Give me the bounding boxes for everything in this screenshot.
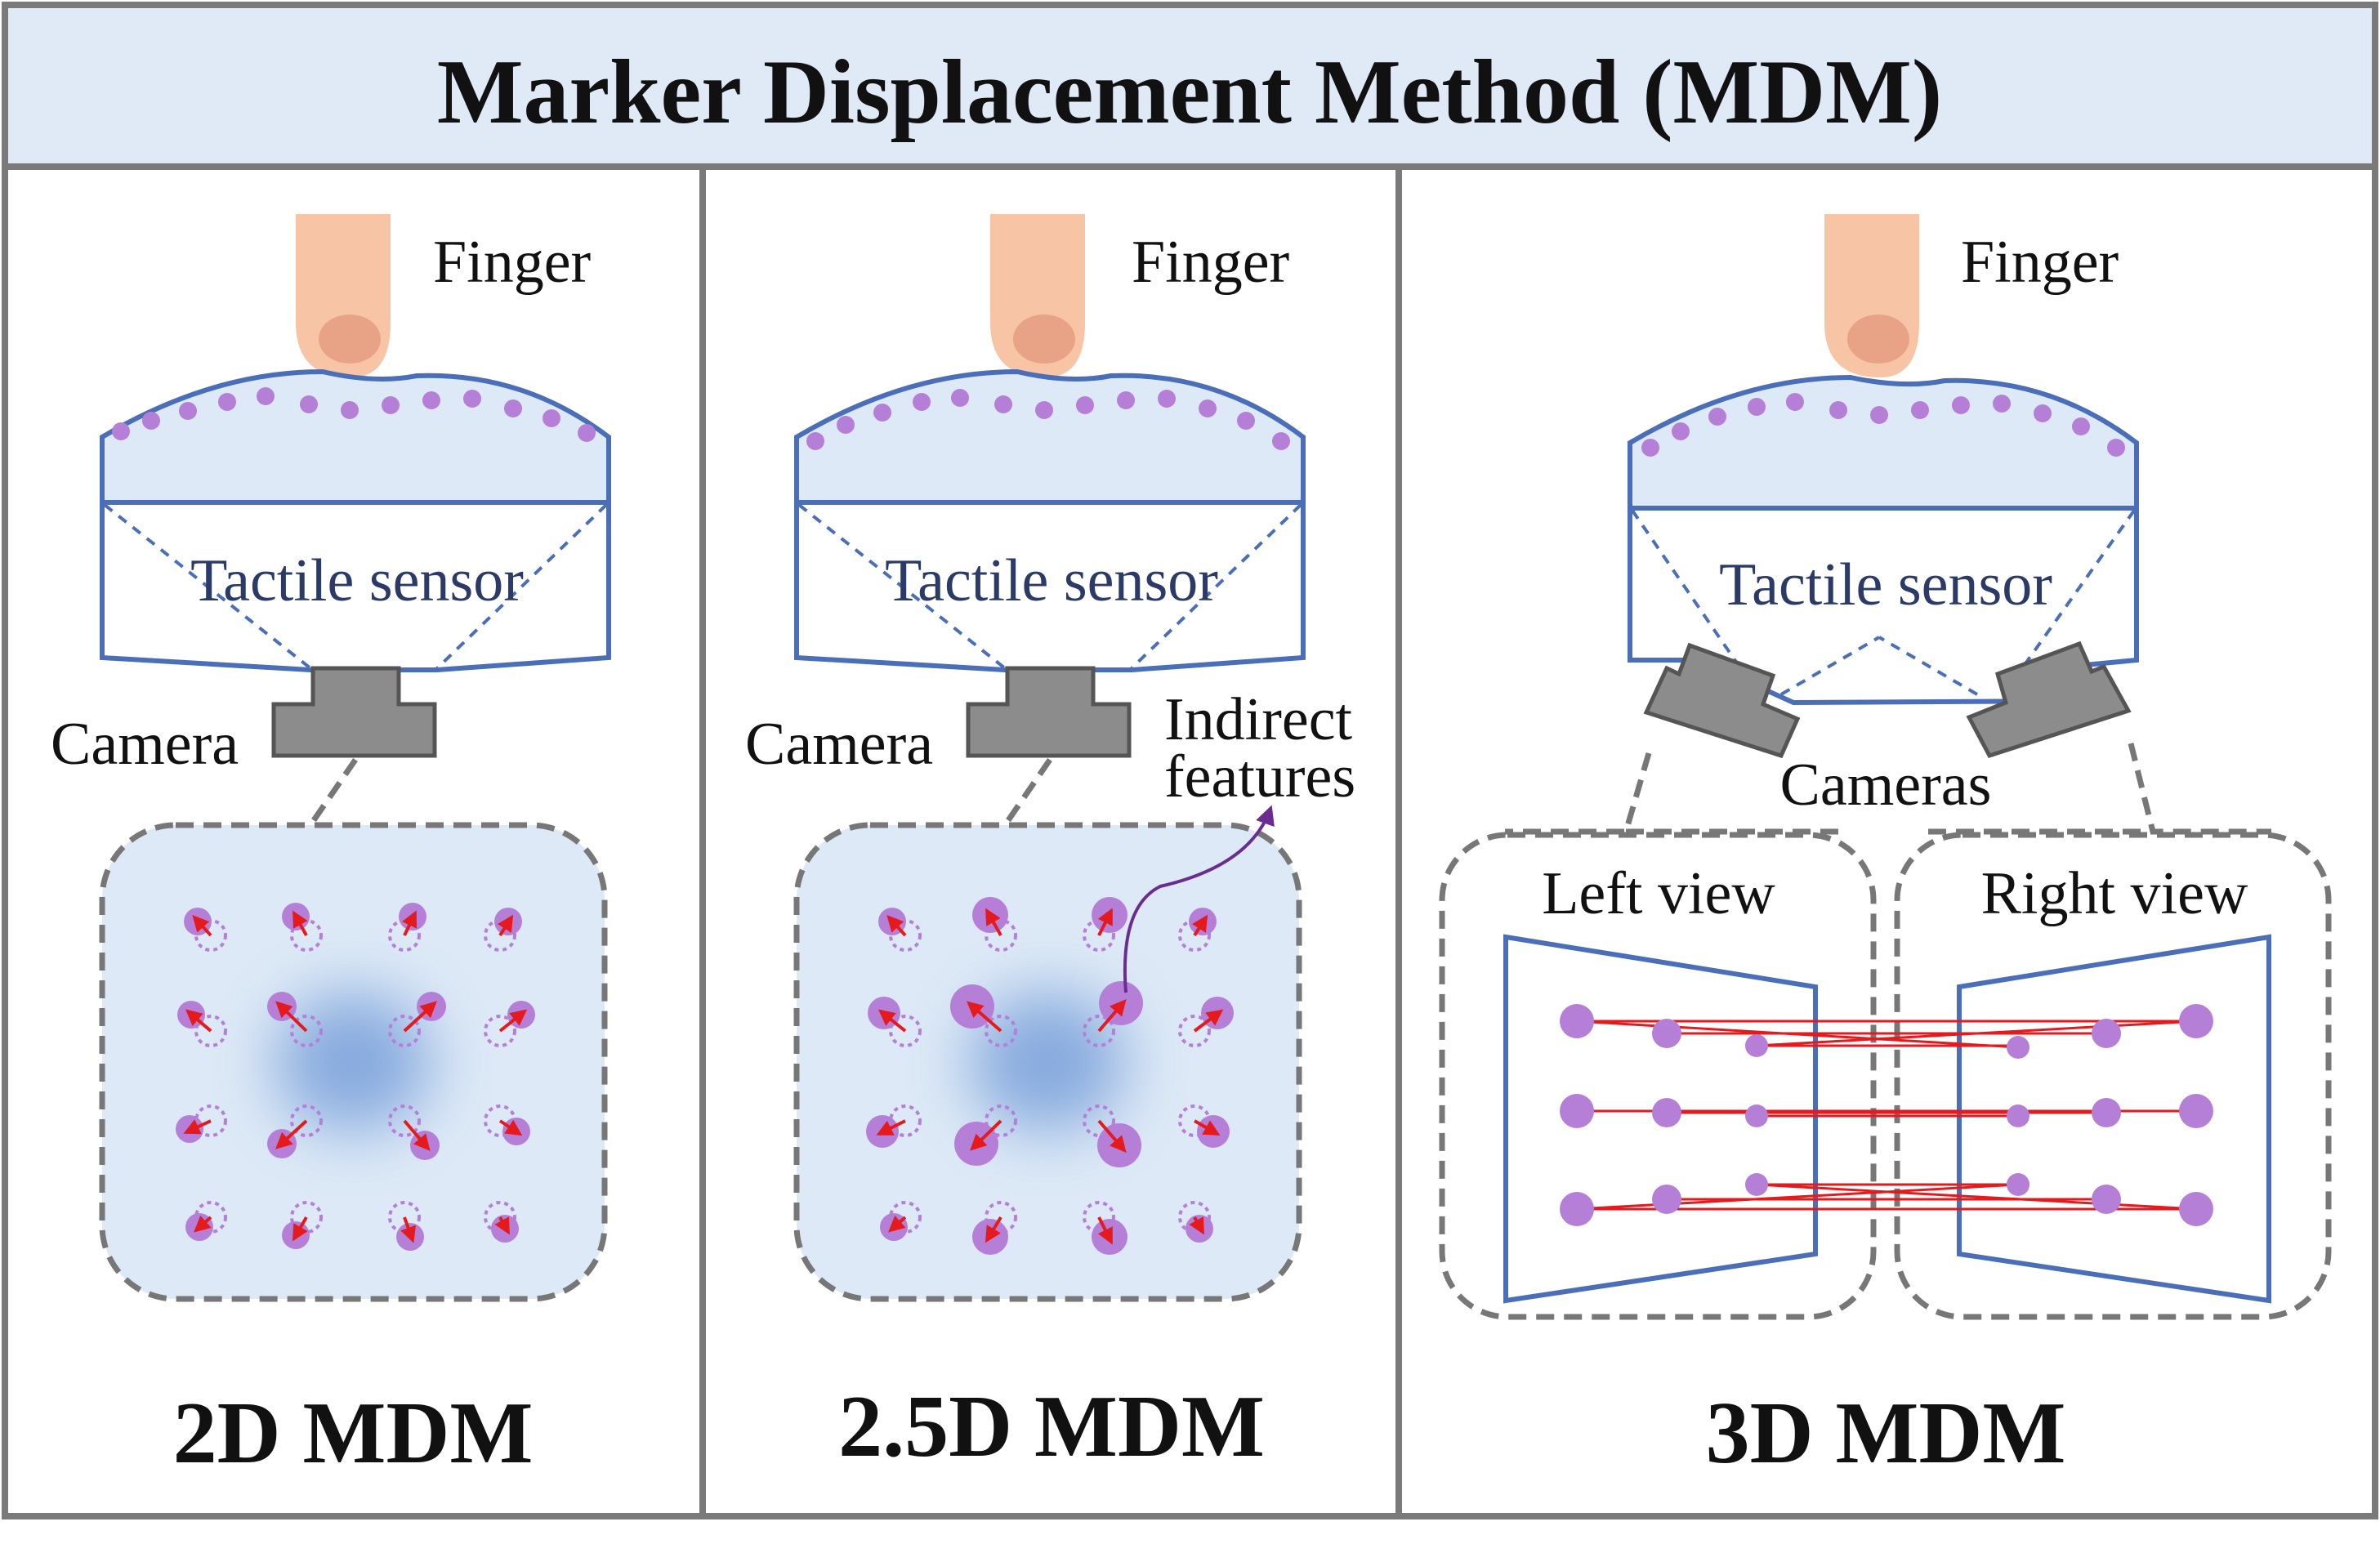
figure-title: Marker Displacement Method (MDM) bbox=[437, 42, 1942, 143]
finger-label: Finger bbox=[1961, 229, 2119, 296]
panel-caption: 3D MDM bbox=[1706, 1385, 2066, 1482]
finger-label: Finger bbox=[1132, 229, 1289, 296]
sensor-label: Tactile sensor bbox=[885, 547, 1218, 614]
tactile-sensor bbox=[794, 368, 1306, 672]
right-view-markers bbox=[2007, 1004, 2213, 1226]
camera-icon-left bbox=[1643, 642, 1801, 759]
right-view-label: Right view bbox=[1981, 860, 2248, 927]
header-band bbox=[8, 8, 2372, 167]
left-view-markers bbox=[1560, 1004, 1768, 1226]
left-view-label: Left view bbox=[1542, 860, 1775, 927]
camera-icon-right bbox=[1966, 640, 2132, 759]
camera-label: Camera bbox=[745, 711, 933, 778]
sensor-label: Tactile sensor bbox=[190, 547, 524, 614]
camera-icon bbox=[966, 666, 1132, 758]
panel-2d: Finger Tactile sensor Camera bbox=[51, 214, 611, 1482]
camera-view-callout bbox=[793, 758, 1302, 1302]
panel-caption: 2D MDM bbox=[173, 1385, 534, 1482]
panel-3d: Finger Tactile sensor Cameras bbox=[1439, 214, 2332, 1482]
finger-icon bbox=[296, 214, 391, 377]
camera-icon bbox=[271, 666, 437, 758]
indirect-features-label-line2: features bbox=[1164, 743, 1355, 810]
contact-region bbox=[275, 993, 431, 1131]
camera-view-callout bbox=[99, 758, 608, 1302]
tactile-sensor bbox=[100, 368, 611, 672]
camera-label: Cameras bbox=[1780, 752, 1992, 819]
finger-icon bbox=[1824, 214, 1919, 377]
finger-label: Finger bbox=[433, 229, 591, 296]
indirect-features-label-line1: Indirect bbox=[1164, 686, 1353, 753]
panel-caption: 2.5D MDM bbox=[838, 1378, 1265, 1475]
panel-2-5d: Finger Tactile sensor Camera Indirect fe… bbox=[745, 214, 1355, 1475]
indirect-features-arrow bbox=[1123, 805, 1275, 993]
tactile-sensor bbox=[1628, 374, 2139, 706]
sensor-label: Tactile sensor bbox=[1719, 551, 2052, 618]
camera-label: Camera bbox=[51, 711, 239, 778]
finger-icon bbox=[990, 214, 1085, 377]
